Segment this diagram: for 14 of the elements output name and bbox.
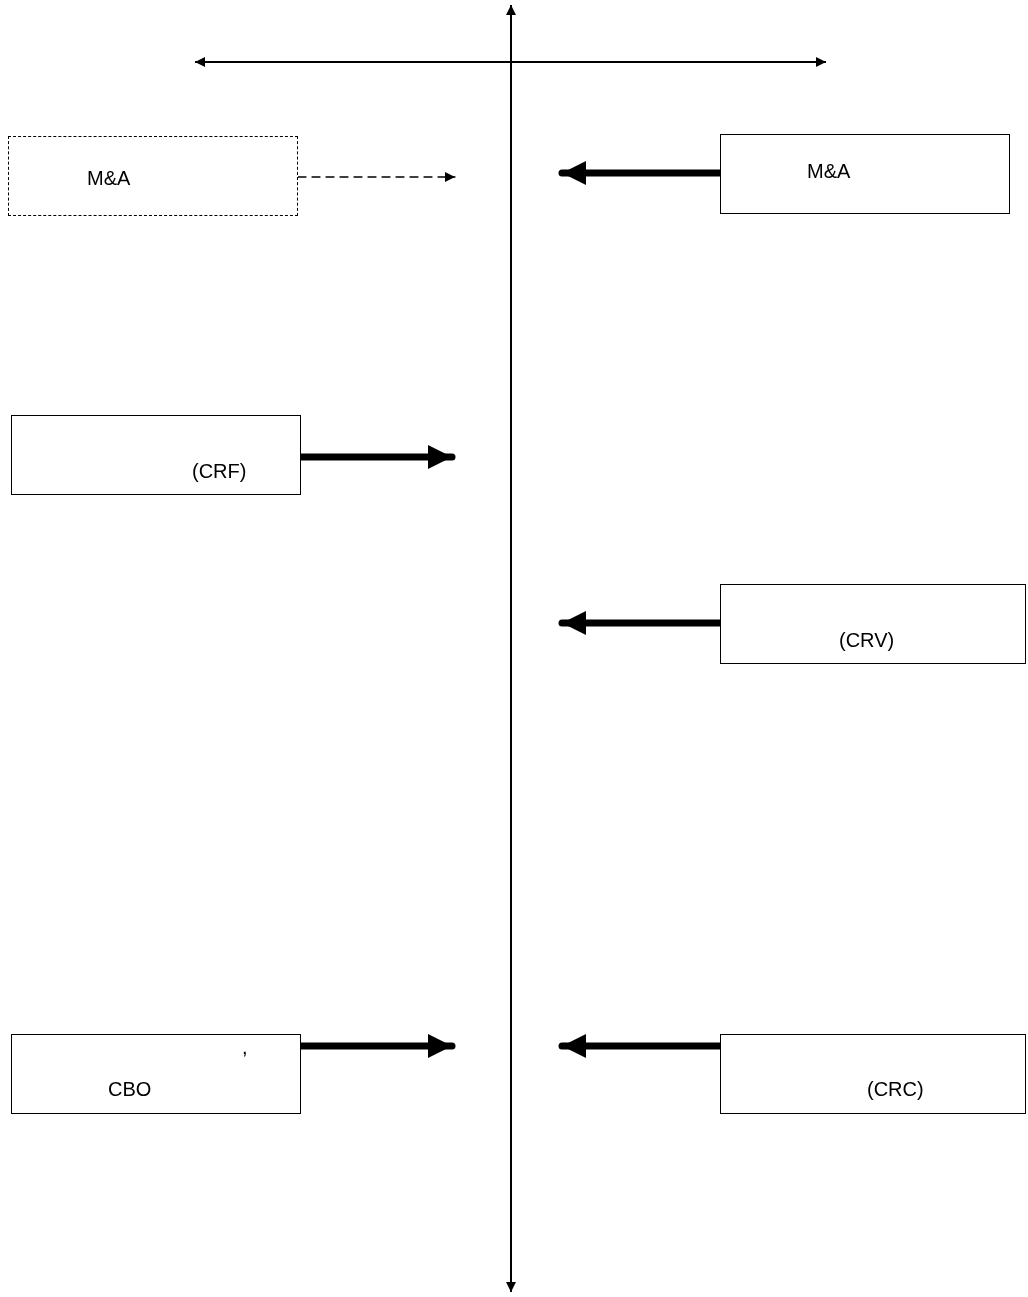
box-label: (CRV) <box>839 630 895 650</box>
box-label: M&A <box>807 161 851 181</box>
text-box <box>720 1034 1026 1114</box>
box-label: (CRC) <box>867 1079 924 1099</box>
text-box <box>11 415 301 495</box>
text-box <box>720 584 1026 664</box>
box-label: , <box>242 1037 248 1057</box>
box-label: M&A <box>87 168 131 188</box>
text-box <box>11 1034 301 1114</box>
arrow <box>297 172 456 182</box>
box-label: (CRF) <box>192 461 247 481</box>
text-box <box>8 136 298 216</box>
box-label: CBO <box>108 1079 152 1099</box>
text-box <box>720 134 1010 214</box>
